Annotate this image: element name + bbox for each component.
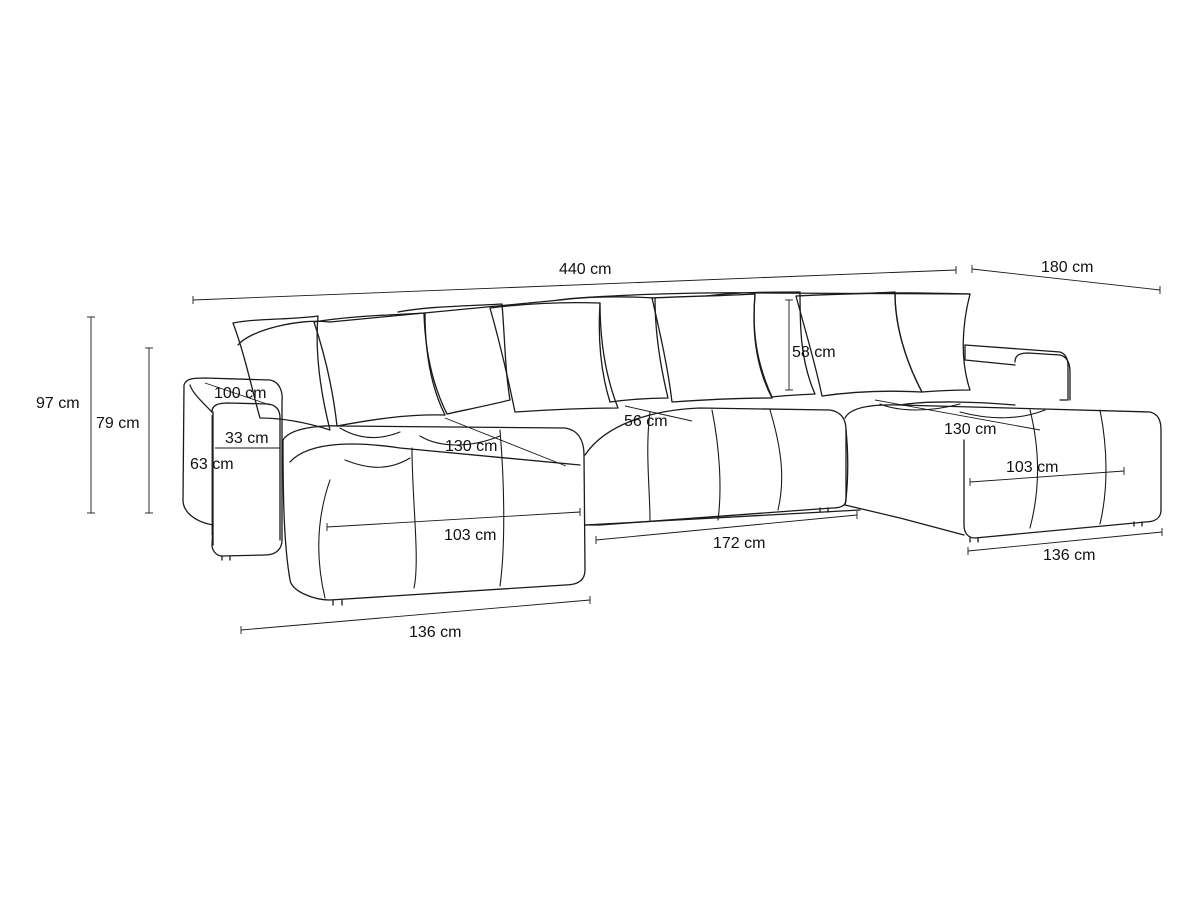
label-armrest-depth: 100 cm xyxy=(214,385,267,402)
label-armrest-height: 63 cm xyxy=(190,456,234,473)
pillow-5 xyxy=(557,296,669,403)
pillow-3 xyxy=(397,303,511,415)
left-armrest xyxy=(182,377,283,557)
right-chaise-top xyxy=(899,401,1016,406)
label-total-height: 97 cm xyxy=(36,395,80,412)
dimension-lines xyxy=(87,265,1163,634)
left-chaise-front xyxy=(282,425,586,601)
pillow-7 xyxy=(705,291,816,398)
backrest-top xyxy=(237,292,971,346)
right-armrest xyxy=(964,344,1069,401)
cushion-seams xyxy=(318,403,1107,599)
label-seat-back-height: 79 cm xyxy=(96,415,140,432)
right-chaise-left-edge xyxy=(844,429,965,536)
dim-line-right-chaise-width xyxy=(967,531,1163,552)
label-right-chaise-width: 136 cm xyxy=(1043,547,1096,564)
label-seat-depth: 56 cm xyxy=(624,413,668,430)
label-right-chaise-depth: 180 cm xyxy=(1041,259,1094,276)
middle-seat-top xyxy=(584,407,847,526)
sofa-outline xyxy=(182,292,1162,606)
dim-line-left-seat-width xyxy=(326,511,581,528)
label-total-width: 440 cm xyxy=(559,261,612,278)
pillow-4 xyxy=(489,302,619,413)
pillow-9 xyxy=(849,292,971,393)
dim-line-seat-depth xyxy=(624,405,693,422)
label-middle-seat-width: 172 cm xyxy=(713,535,766,552)
pillow-2 xyxy=(313,312,446,427)
middle-seat-front xyxy=(584,509,861,526)
dim-line-right-seat-width xyxy=(969,470,1125,483)
dim-line-armrest-depth xyxy=(204,382,271,406)
label-right-seat-width: 103 cm xyxy=(1006,459,1059,476)
back-cushions xyxy=(232,291,971,431)
left-chaise-top xyxy=(289,443,581,466)
label-armrest-width: 33 cm xyxy=(225,430,269,447)
dim-line-left-chaise-length xyxy=(444,417,567,467)
right-armrest-inner xyxy=(1014,352,1071,401)
pillow-6 xyxy=(651,293,773,403)
label-right-chaise-length: 130 cm xyxy=(944,421,997,438)
label-left-chaise-width: 136 cm xyxy=(409,624,462,641)
right-armrest-back xyxy=(964,344,1016,366)
dim-line-left-chaise-width xyxy=(240,599,591,631)
dim-line-right-chaise-length xyxy=(874,399,1041,431)
dim-line-total-width xyxy=(192,269,957,301)
left-armrest-inner-edge xyxy=(189,384,213,413)
label-cushion-height: 58 cm xyxy=(792,344,836,361)
dim-line-right-depth xyxy=(971,268,1161,291)
label-left-seat-width: 103 cm xyxy=(444,527,497,544)
label-left-chaise-length: 130 cm xyxy=(445,438,498,455)
dim-line-middle-seat-width xyxy=(595,514,858,541)
pillow-1 xyxy=(232,315,331,431)
